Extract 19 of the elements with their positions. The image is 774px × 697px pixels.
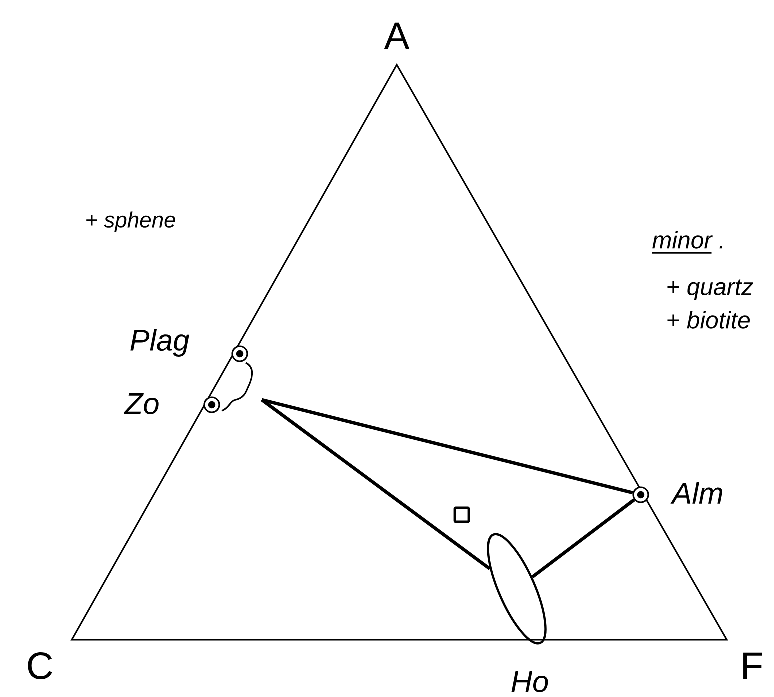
tie-line [261,398,492,570]
mineral-label: Alm [670,482,722,504]
tie-line [532,498,636,579]
mineral-label: Zo [124,394,159,414]
note: + quartz [668,280,754,300]
mineral-point [632,486,650,504]
composition-field [487,533,547,645]
mineral-label: Ho [512,672,548,692]
tie-line [262,398,634,495]
mineral-point [204,396,220,414]
heading: minor . [652,231,723,254]
mineral-label: Plag [130,329,190,357]
note: + biotite [668,311,750,329]
vertex-label: A [384,22,410,50]
mineral-point [232,346,248,362]
composition-square [454,506,470,524]
note: + sphene [86,212,176,232]
vertex-label: C [28,652,52,680]
vertex-label: F [744,652,762,680]
